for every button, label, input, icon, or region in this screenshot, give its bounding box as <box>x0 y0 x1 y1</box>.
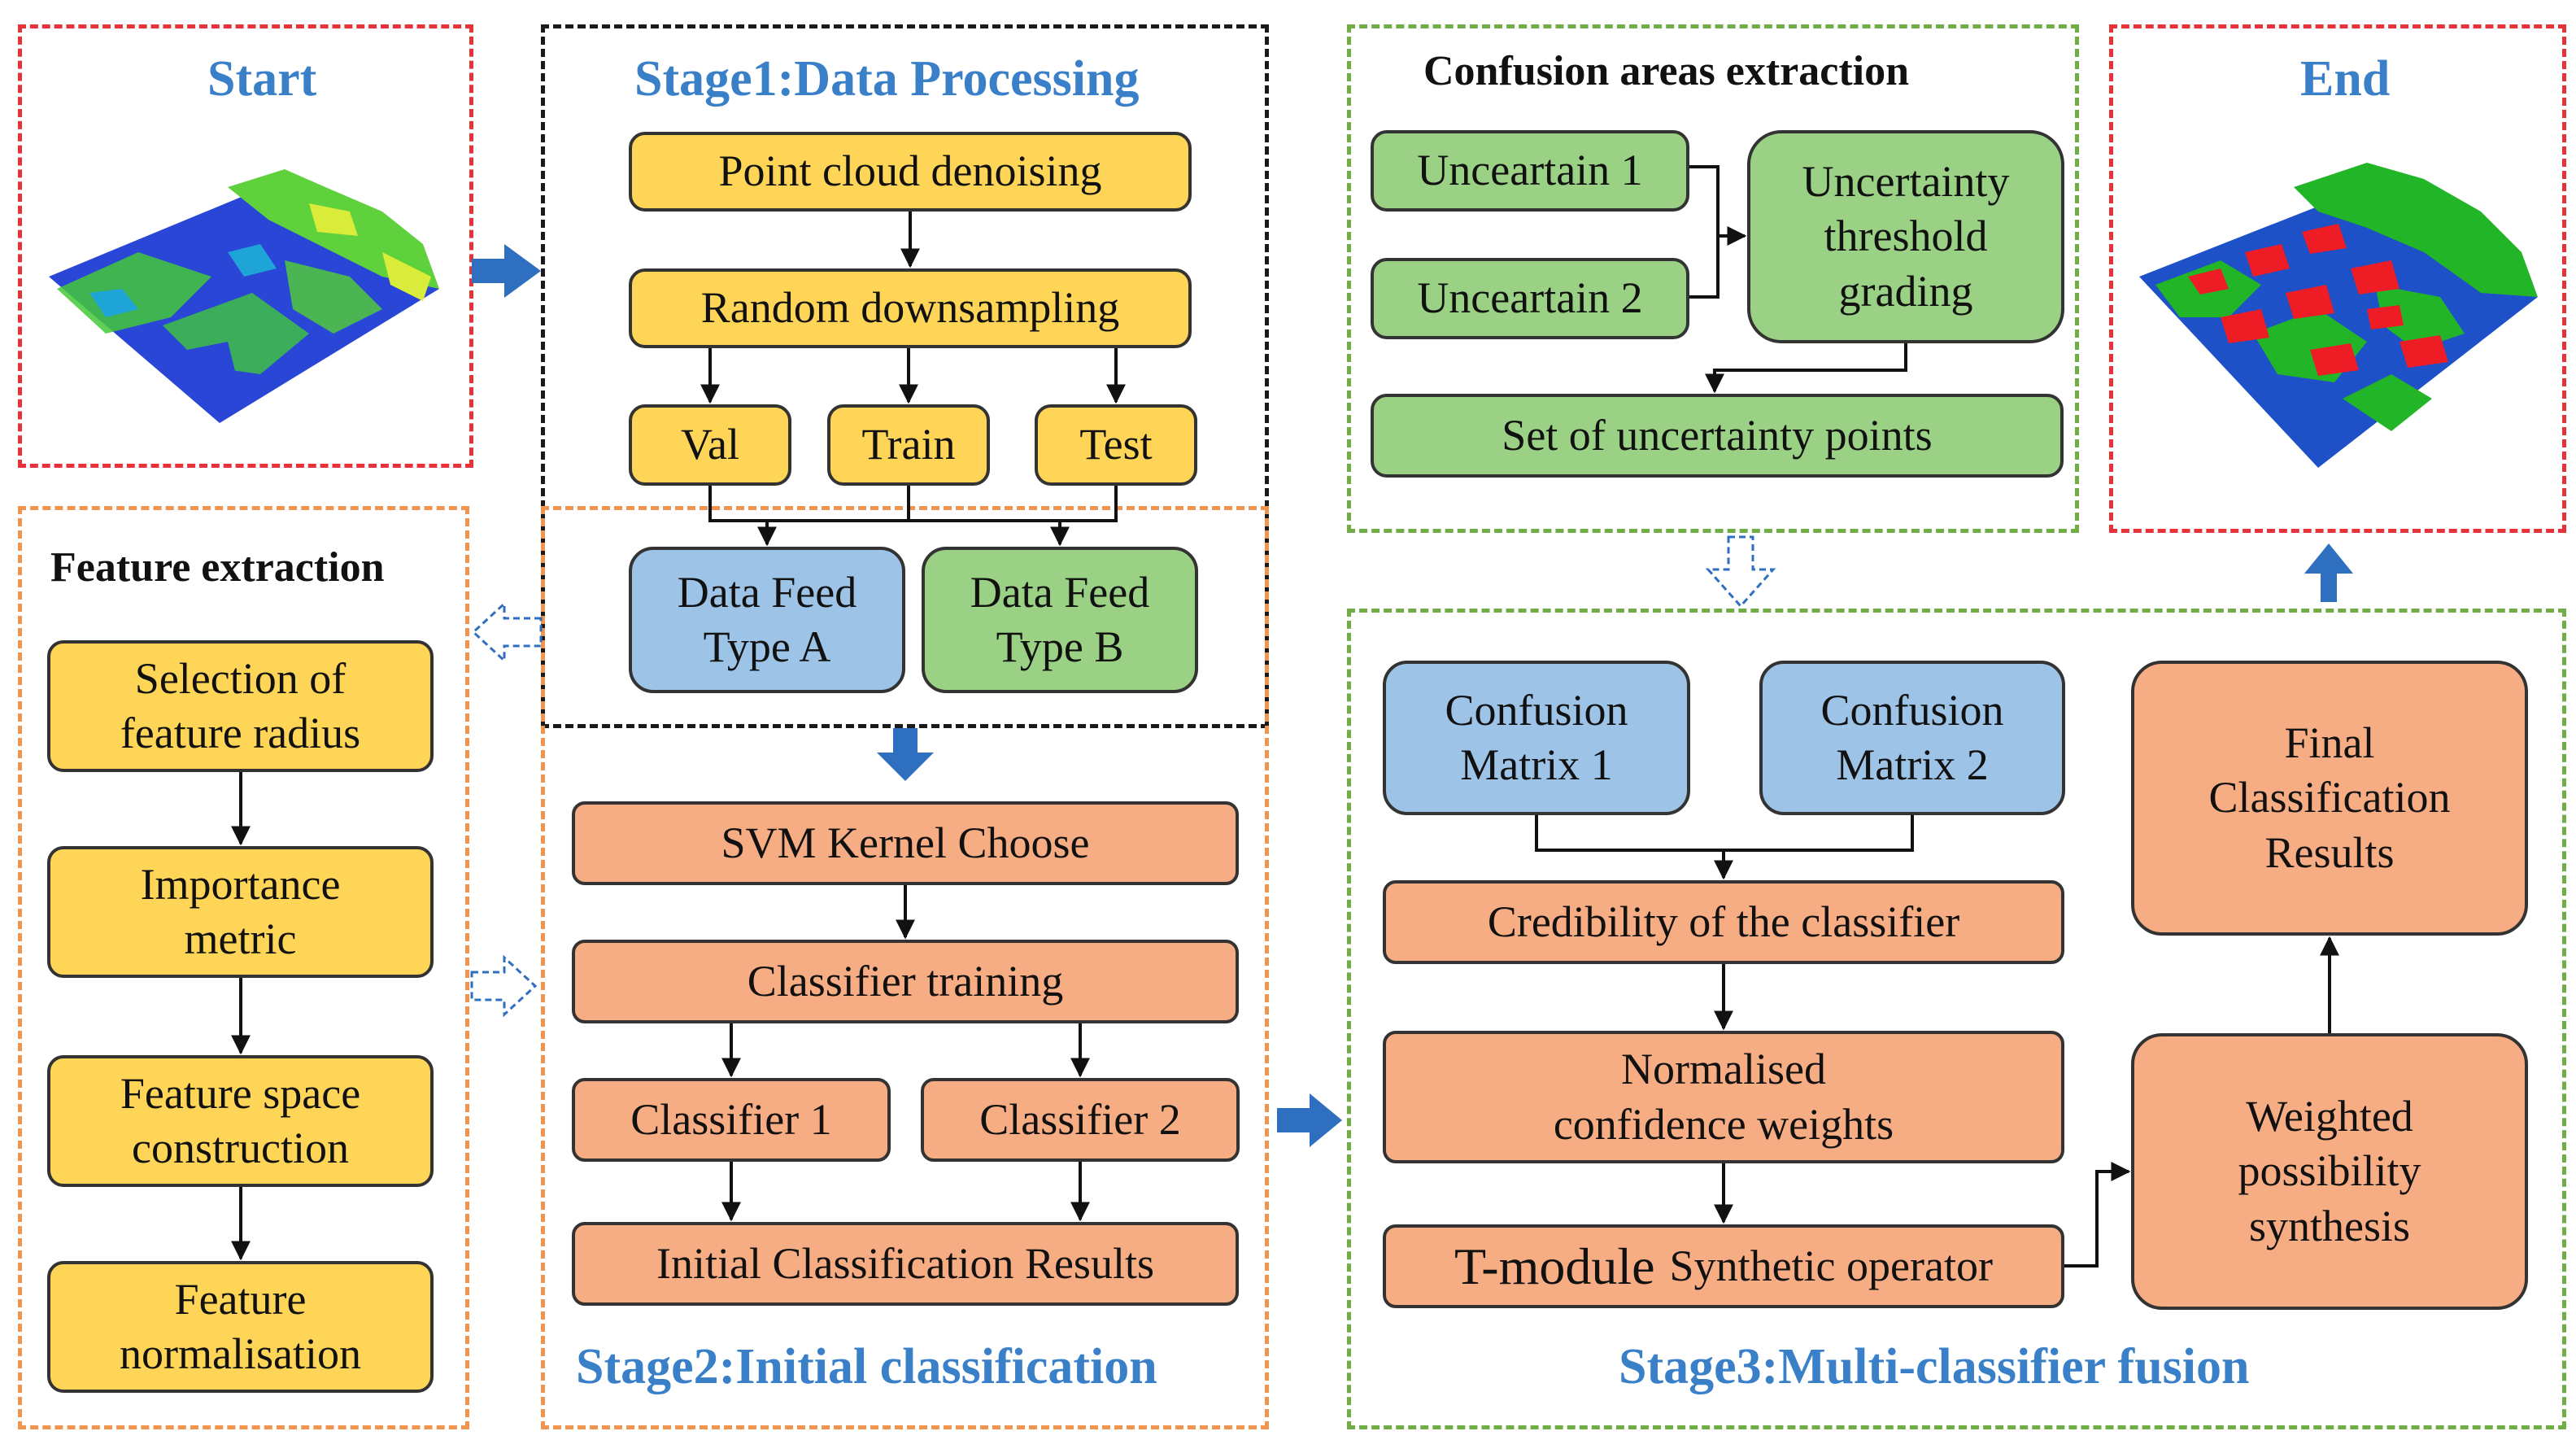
classifier-training-node: Classifier training <box>572 940 1239 1023</box>
data-feed-type-b-node: Data Feed Type B <box>922 547 1198 693</box>
normalised-weights-line1: Normalised <box>1621 1045 1826 1093</box>
point-cloud-denoising-node: Point cloud denoising <box>629 132 1192 212</box>
weighted-synthesis-line3: synthesis <box>2248 1201 2411 1250</box>
data-feed-type-b-line1: Data Feed <box>970 567 1150 617</box>
point-cloud-start-image <box>49 169 439 423</box>
importance-metric-node: Importance metric <box>47 846 434 978</box>
stage2-heading: Stage2:Initial classification <box>576 1339 1157 1394</box>
point-cloud-end-image <box>2139 163 2538 468</box>
classifier-2-node: Classifier 2 <box>921 1078 1240 1162</box>
final-results-line1: Final <box>2284 718 2375 767</box>
final-results-line3: Results <box>2264 827 2395 877</box>
feature-radius-line2: feature radius <box>120 709 361 757</box>
confusion-heading: Confusion areas extraction <box>1423 48 1910 94</box>
val-node: Val <box>629 404 791 486</box>
normalised-weights-line2: confidence weights <box>1553 1099 1894 1149</box>
stage1-region <box>541 24 1269 728</box>
hollow-arrow-right <box>470 954 538 1018</box>
feature-space-line2: construction <box>132 1124 349 1172</box>
feature-space-line1: Feature space <box>120 1068 361 1118</box>
uncertainty-points-node: Set of uncertainty points <box>1371 394 2064 478</box>
feature-space-node: Feature space construction <box>47 1055 434 1187</box>
train-node: Train <box>827 404 990 486</box>
start-region <box>18 24 473 468</box>
test-node: Test <box>1035 404 1197 486</box>
synthetic-operator-label: Synthetic operator <box>1669 1241 1993 1290</box>
data-feed-type-a-line1: Data Feed <box>677 567 857 617</box>
feature-normalisation-node: Feature normalisation <box>47 1261 434 1393</box>
importance-metric-line1: Importance <box>140 859 341 909</box>
t-module-label: T-module <box>1454 1237 1655 1295</box>
classifier-1-node: Classifier 1 <box>572 1078 891 1162</box>
uncertain-2-node: Unceartain 2 <box>1371 258 1689 339</box>
feature-heading: Feature extraction <box>50 544 385 591</box>
end-region <box>2109 24 2566 533</box>
initial-results-node: Initial Classification Results <box>572 1222 1239 1306</box>
weighted-synthesis-line2: possibility <box>2238 1146 2421 1196</box>
random-downsampling-node: Random downsampling <box>629 268 1192 348</box>
stage1-heading: Stage1:Data Processing <box>634 51 1140 107</box>
uncertainty-threshold-line3: grading <box>1838 266 1973 316</box>
confusion-matrix-2-node: Confusion Matrix 2 <box>1759 661 2065 815</box>
confusion-region <box>1347 24 2079 533</box>
stage3-region <box>1347 609 2566 1429</box>
uncertainty-threshold-node: Uncertainty threshold grading <box>1747 130 2064 343</box>
stage3-heading: Stage3:Multi-classifier fusion <box>1619 1339 2250 1394</box>
block-arrow-up <box>2304 543 2353 602</box>
confusion-matrix-1-line1: Confusion <box>1445 685 1628 735</box>
data-feed-type-b-line2: Type B <box>996 622 1124 671</box>
normalised-weights-node: Normalised confidence weights <box>1383 1031 2064 1163</box>
weighted-synthesis-line1: Weighted <box>2246 1091 2413 1141</box>
confusion-matrix-2-line1: Confusion <box>1820 685 2004 735</box>
block-arrow-right <box>472 244 541 298</box>
weighted-synthesis-node: Weighted possibility synthesis <box>2131 1033 2528 1310</box>
feature-normalisation-line2: normalisation <box>120 1329 361 1378</box>
hollow-arrow-down <box>1705 535 1776 609</box>
block-arrow-right <box>1277 1093 1342 1147</box>
data-feed-type-a-node: Data Feed Type A <box>629 547 905 693</box>
svm-kernel-node: SVM Kernel Choose <box>572 801 1239 885</box>
feature-radius-node: Selection of feature radius <box>47 640 434 772</box>
feature-normalisation-line1: Feature <box>174 1274 307 1324</box>
uncertainty-threshold-line1: Uncertainty <box>1802 156 2010 206</box>
confusion-matrix-1-node: Confusion Matrix 1 <box>1383 661 1690 815</box>
end-heading: End <box>2300 51 2391 107</box>
confusion-matrix-1-line2: Matrix 1 <box>1460 740 1613 789</box>
hollow-arrow-left <box>471 600 543 664</box>
start-heading: Start <box>207 51 317 107</box>
feature-region <box>18 506 469 1429</box>
final-results-line2: Classification <box>2208 773 2451 822</box>
credibility-node: Credibility of the classifier <box>1383 880 2064 964</box>
confusion-matrix-2-line2: Matrix 2 <box>1836 740 1989 789</box>
data-feed-type-a-line2: Type A <box>703 622 831 671</box>
uncertainty-threshold-line2: threshold <box>1824 212 1988 261</box>
importance-metric-line2: metric <box>184 914 297 963</box>
t-module-node: T-module Synthetic operator <box>1383 1224 2064 1308</box>
uncertain-1-node: Unceartain 1 <box>1371 130 1689 212</box>
final-results-node: Final Classification Results <box>2131 661 2528 936</box>
feature-radius-line1: Selection of <box>134 653 347 703</box>
